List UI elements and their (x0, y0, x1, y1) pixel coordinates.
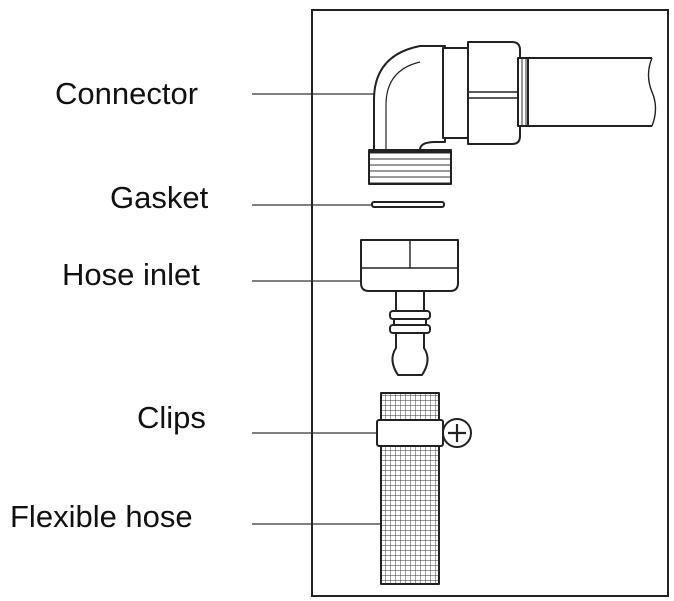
label-hose-inlet: Hose inlet (62, 257, 200, 292)
hose-inlet (360, 239, 459, 376)
diagram-frame (311, 9, 669, 597)
connector-thread (368, 149, 452, 185)
label-gasket: Gasket (110, 180, 209, 215)
label-clips: Clips (137, 400, 206, 435)
label-connector: Connector (55, 76, 199, 111)
label-flexible-hose: Flexible hose (10, 499, 193, 534)
hose-clip (376, 418, 472, 448)
gasket (371, 201, 445, 208)
connector-elbow (368, 41, 657, 185)
